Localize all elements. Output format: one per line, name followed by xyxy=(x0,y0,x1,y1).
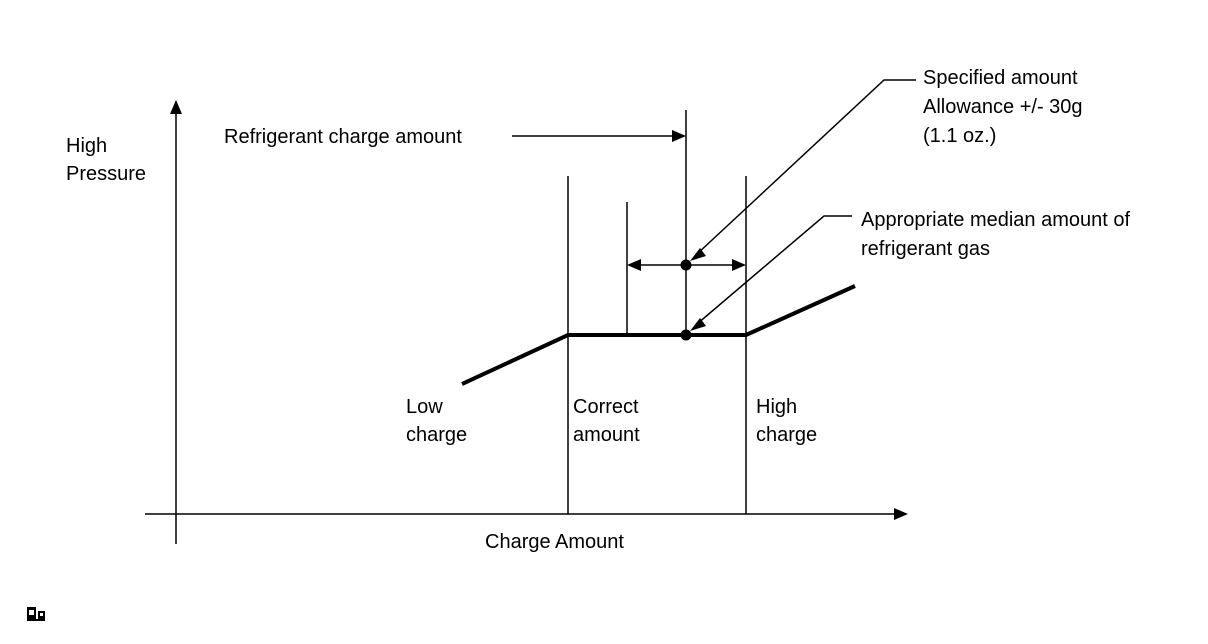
specified-amount-leader xyxy=(696,79,916,255)
correct-amount-label-line1: Correct xyxy=(573,396,639,418)
charge-amount-label: Refrigerant charge amount xyxy=(224,126,462,148)
median-label-line2: refrigerant gas xyxy=(861,238,990,260)
y-axis-arrowhead xyxy=(170,100,182,114)
specified-label-line1: Specified amount xyxy=(923,67,1078,89)
median-label-line1: Appropriate median amount of xyxy=(861,209,1130,231)
charge-amount-arrowhead xyxy=(672,130,686,142)
x-axis-arrowhead xyxy=(894,508,908,520)
allowance-arrowhead-left xyxy=(627,259,641,271)
y-axis-label-line1: High xyxy=(66,135,107,157)
median-amount-point xyxy=(680,329,692,341)
specified-label-line2: Allowance +/- 30g xyxy=(923,96,1083,118)
median-amount-leader xyxy=(696,215,852,325)
low-charge-label-line2: charge xyxy=(406,424,467,446)
high-charge-label-line1: High xyxy=(756,396,797,418)
x-axis-label: Charge Amount xyxy=(485,531,624,553)
specified-amount-point xyxy=(680,259,692,271)
specified-label-line3: (1.1 oz.) xyxy=(923,125,996,147)
low-charge-label-line1: Low xyxy=(406,396,443,418)
correct-amount-label-line2: amount xyxy=(573,424,640,446)
high-charge-label-line2: charge xyxy=(756,424,817,446)
pressure-curve xyxy=(461,284,856,386)
y-axis-label-line2: Pressure xyxy=(66,163,146,185)
allowance-arrowhead-right xyxy=(732,259,746,271)
specified-amount-arrowhead xyxy=(690,248,706,261)
page-mark-icon xyxy=(27,607,45,621)
median-amount-arrowhead xyxy=(690,318,706,331)
